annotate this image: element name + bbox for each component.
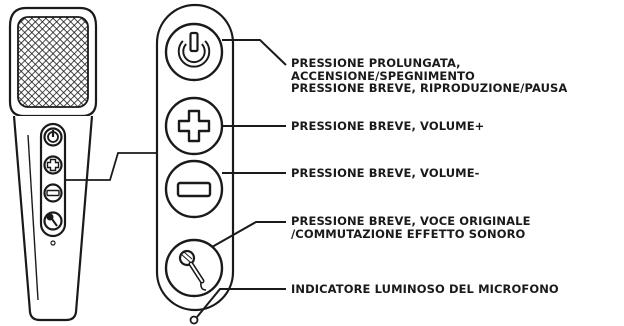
button-panel <box>155 3 235 325</box>
label-power: PRESSIONE PROLUNGATA, ACCENSIONE/SPEGNIM… <box>291 57 567 95</box>
plus-icon <box>177 109 211 143</box>
microphone-illustration <box>8 6 158 322</box>
leader-voice <box>211 221 286 248</box>
label-voice-line-2: /COMMUTAZIONE EFFETTO SONORO <box>291 226 526 241</box>
label-volume-up-line-1: PRESSIONE BREVE, VOLUME+ <box>291 119 485 133</box>
label-volume-down-line-1: PRESSIONE BREVE, VOLUME- <box>291 166 480 180</box>
leader-indicator <box>196 288 286 318</box>
label-voice-line-1: PRESSIONE BREVE, VOCE ORIGINALE <box>291 214 531 228</box>
label-power-line-1: PRESSIONE PROLUNGATA, <box>291 56 461 70</box>
mini-minus-icon <box>43 183 63 203</box>
minus-icon <box>176 181 212 198</box>
label-indicator-line-1: INDICATORE LUMINOSO DEL MICROFONO <box>291 282 559 296</box>
label-indicator: INDICATORE LUMINOSO DEL MICROFONO <box>291 283 559 296</box>
volume-up-button <box>164 96 224 156</box>
mini-power-icon <box>43 127 63 147</box>
leader-lines <box>196 39 287 318</box>
mini-plus-icon <box>43 155 63 175</box>
button-panel-outline <box>155 3 235 312</box>
leader-power <box>222 39 287 66</box>
mini-microphone-icon <box>43 211 63 231</box>
voice-button <box>164 238 224 298</box>
microphone-icon <box>178 249 207 291</box>
mini-led-indicator <box>50 240 56 246</box>
volume-down-button <box>164 159 224 219</box>
label-power-line-3: PRESSIONE BREVE, RIPRODUZIONE/PAUSA <box>291 81 568 95</box>
label-volume-up: PRESSIONE BREVE, VOLUME+ <box>291 120 484 133</box>
label-volume-down: PRESSIONE BREVE, VOLUME- <box>291 167 480 180</box>
microphone-grille <box>17 16 89 108</box>
connector-line <box>66 152 158 181</box>
power-button <box>164 22 224 82</box>
led-indicator <box>189 315 199 325</box>
mini-button-panel <box>39 122 67 238</box>
label-power-line-2: ACCENSIONE/SPEGNIMENTO <box>291 68 475 83</box>
label-voice: PRESSIONE BREVE, VOCE ORIGINALE /COMMUTA… <box>291 215 531 240</box>
